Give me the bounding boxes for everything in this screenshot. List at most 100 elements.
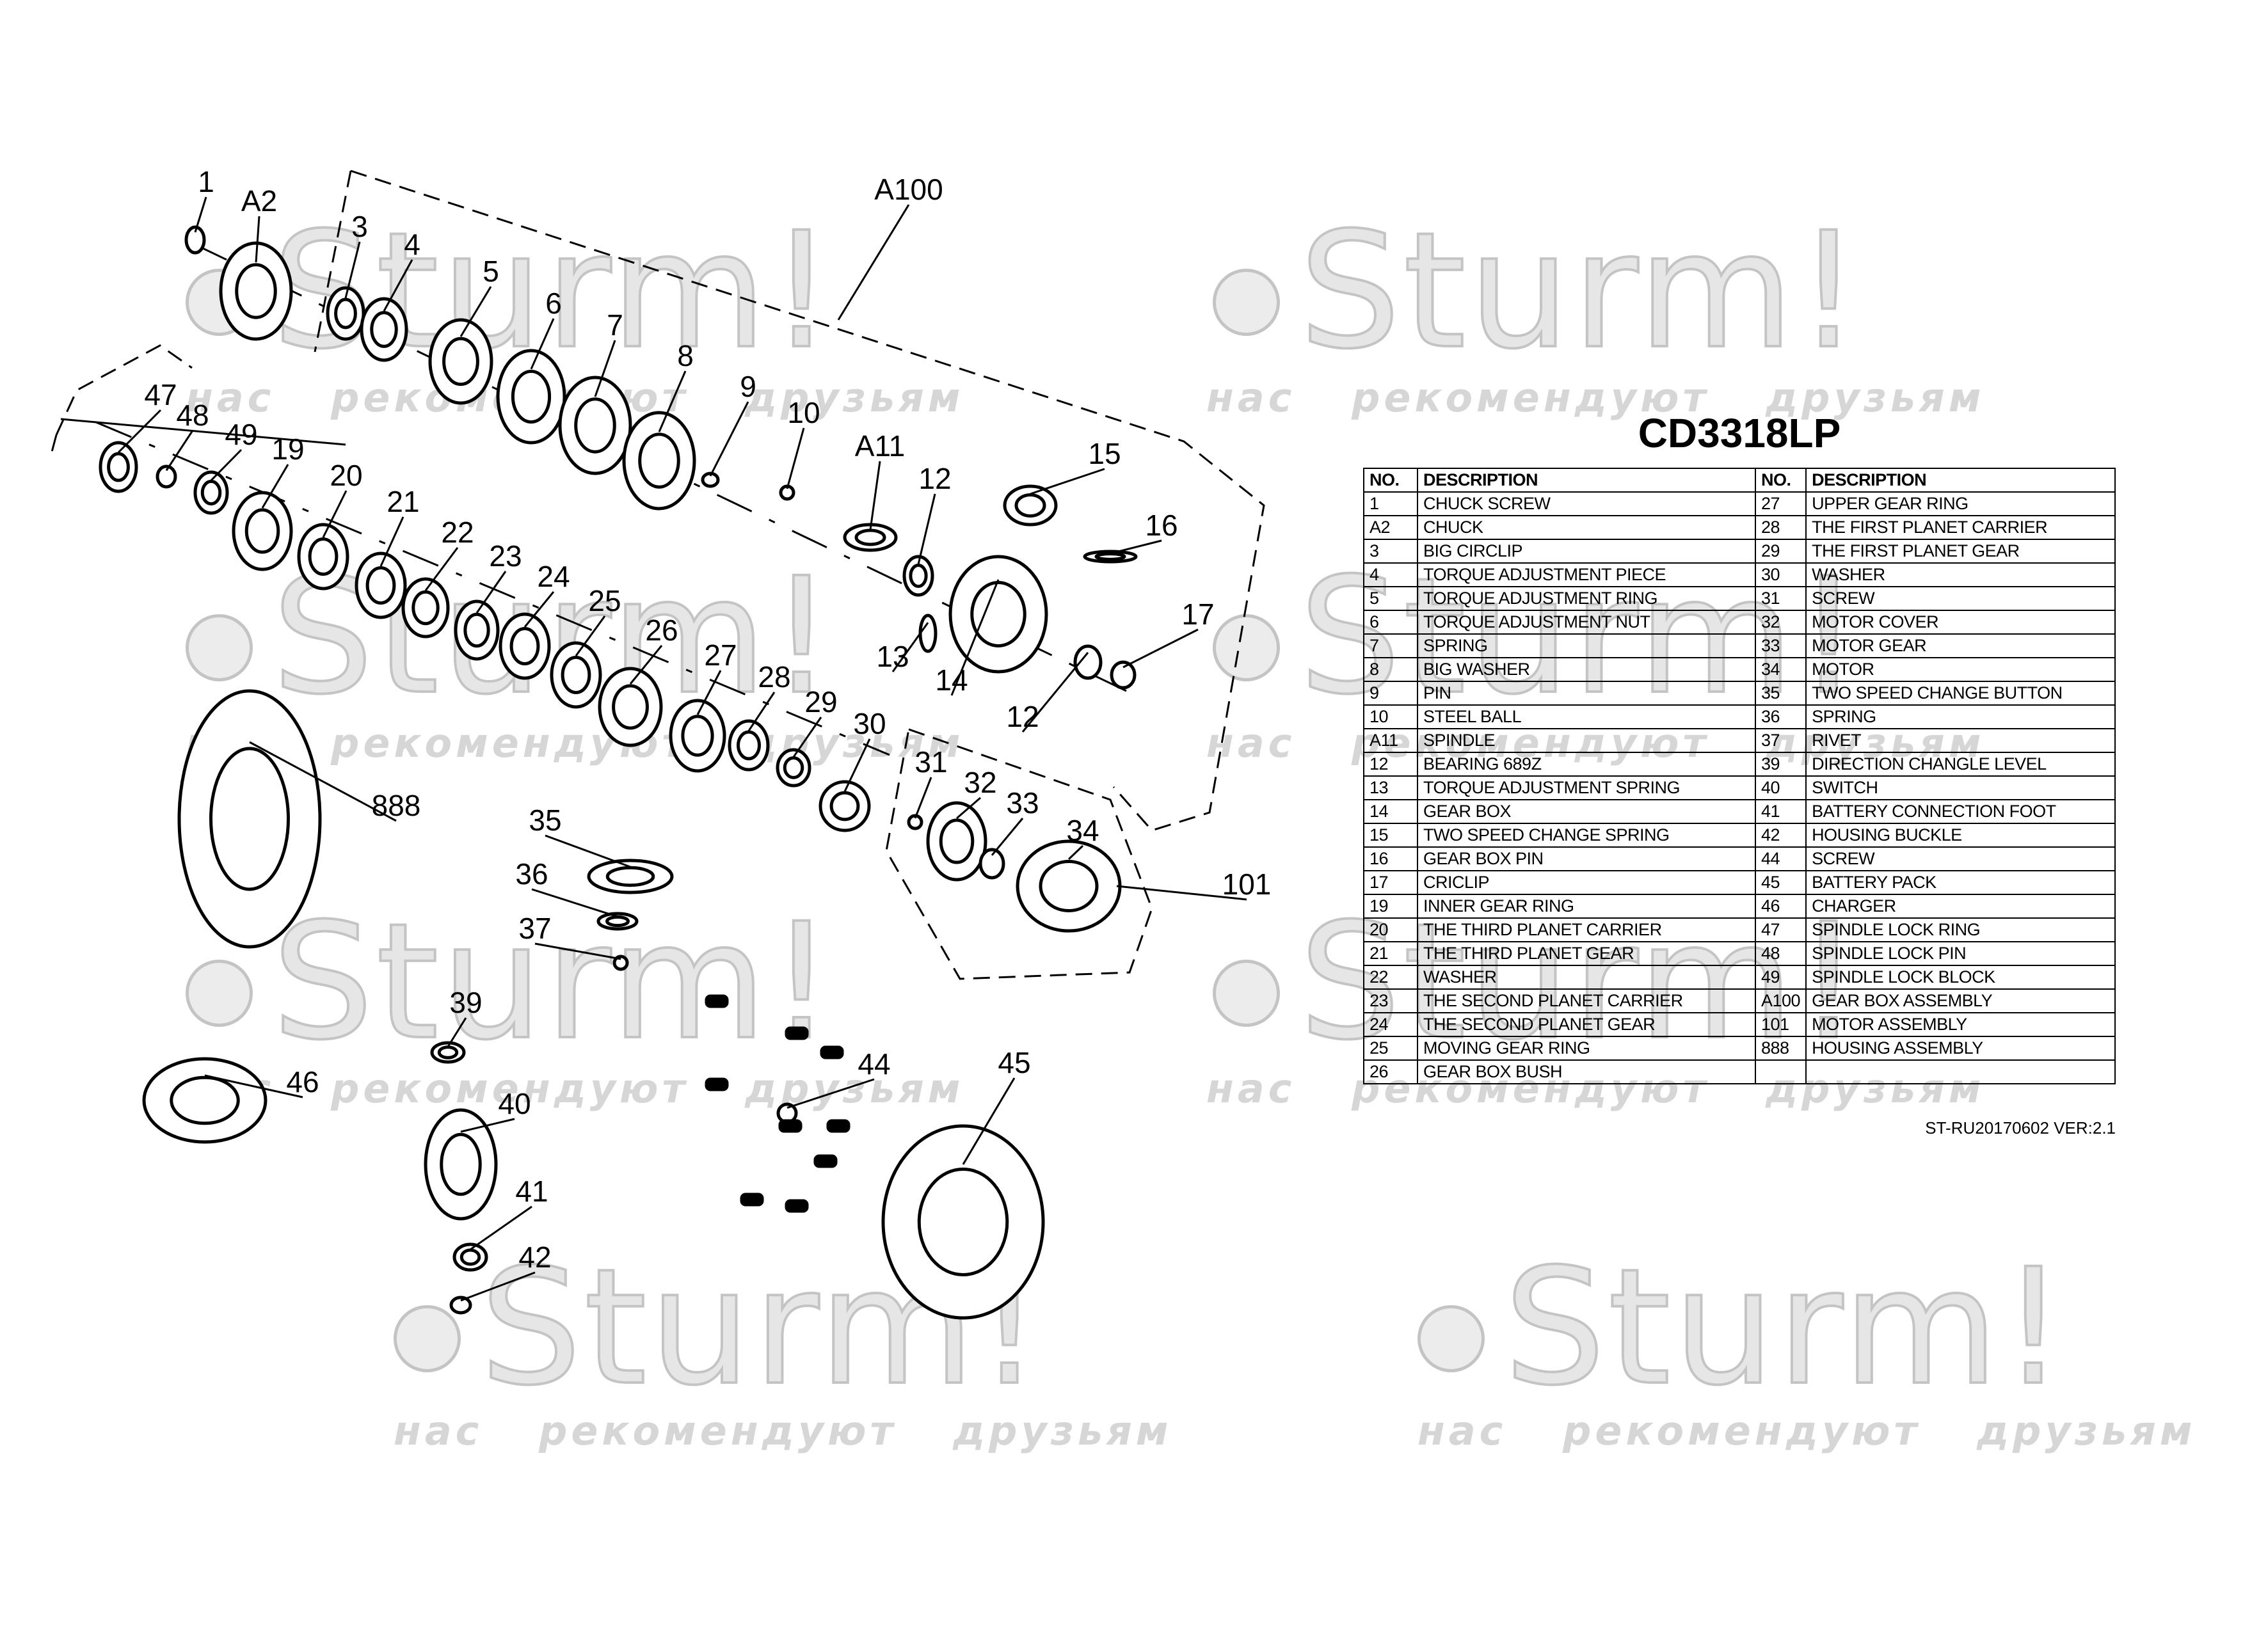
callout-label: 5 xyxy=(483,255,499,288)
leader-line xyxy=(658,370,687,432)
part-description: CHUCK SCREW xyxy=(1417,491,1756,516)
callout-label: 26 xyxy=(645,614,678,647)
gearbox-assembly-outline xyxy=(350,170,1265,832)
part-no: 14 xyxy=(1363,799,1418,824)
part-description: THE SECOND PLANET GEAR xyxy=(1417,1012,1756,1037)
leader-line xyxy=(475,571,507,614)
part-no: 27 xyxy=(1754,491,1807,516)
leader-line xyxy=(696,670,722,715)
screw-icon xyxy=(785,1199,809,1213)
callout-label: 14 xyxy=(935,663,968,697)
leader-line xyxy=(210,448,243,481)
callout-label: A100 xyxy=(874,173,943,206)
part-description: UPPER GEAR RING xyxy=(1805,491,2116,516)
part-description: MOVING GEAR RING xyxy=(1417,1036,1756,1061)
leader-line xyxy=(962,1077,1016,1165)
part-no: 46 xyxy=(1754,894,1807,919)
part-25-bore xyxy=(561,656,591,694)
callout-label: 46 xyxy=(286,1065,319,1098)
screw-icon xyxy=(826,1119,850,1133)
callout-label: 17 xyxy=(1181,598,1214,631)
part-description: SPINDLE LOCK BLOCK xyxy=(1805,965,2116,990)
part-39-bore xyxy=(437,1045,459,1059)
part-no: 26 xyxy=(1363,1059,1418,1084)
part-no: 10 xyxy=(1363,704,1418,729)
callout-label: 12 xyxy=(1006,700,1039,733)
part-8-bore xyxy=(638,432,680,489)
part-888-bore xyxy=(209,747,290,891)
table-header-row: NO. DESCRIPTION NO. DESCRIPTION xyxy=(1363,468,2116,493)
part-no: 24 xyxy=(1363,1012,1418,1037)
part-description: BEARING 689Z xyxy=(1417,752,1756,777)
part-description: CHARGER xyxy=(1805,894,2116,919)
part-description: SPINDLE xyxy=(1417,728,1756,753)
callout-label: 32 xyxy=(964,766,996,799)
part-17-shape xyxy=(1110,660,1137,690)
leader-line xyxy=(837,204,910,321)
callout-label: 42 xyxy=(518,1241,551,1274)
part-no: 29 xyxy=(1754,539,1807,564)
part-16-bore xyxy=(1094,552,1126,561)
leader-line xyxy=(194,196,207,233)
callout-label: 4 xyxy=(404,228,420,261)
part-32-bore xyxy=(939,818,975,864)
callout-label: 101 xyxy=(1222,868,1272,901)
part-description: STEEL BALL xyxy=(1417,704,1756,729)
callout-label: 21 xyxy=(387,485,419,518)
part-no xyxy=(1754,1059,1807,1084)
part-21-bore xyxy=(365,566,396,605)
leader-line xyxy=(249,741,397,822)
part-description: TWO SPEED CHANGE BUTTON xyxy=(1805,681,2116,706)
callout-label: 34 xyxy=(1066,814,1099,847)
callout-label: 16 xyxy=(1145,509,1178,542)
leader-line xyxy=(1116,885,1247,901)
callout-label: 40 xyxy=(498,1087,531,1120)
part-description: TORQUE ADJUSTMENT NUT xyxy=(1417,610,1756,635)
leader-line xyxy=(344,241,361,299)
part-9-shape xyxy=(701,472,720,488)
part-no: 7 xyxy=(1363,633,1418,658)
part-no: 21 xyxy=(1363,941,1418,966)
part-no: A100 xyxy=(1754,988,1807,1013)
part-description: GEAR BOX PIN xyxy=(1417,846,1756,871)
part-5-bore xyxy=(442,337,479,386)
leader-line xyxy=(1110,539,1162,555)
part-description: MOTOR ASSEMBLY xyxy=(1805,1012,2116,1037)
part-no: 36 xyxy=(1754,704,1807,729)
leader-line xyxy=(523,591,555,628)
callout-label: 28 xyxy=(758,660,790,694)
watermark-slogan: нас рекомендуют друзьям xyxy=(394,1407,1172,1454)
part-35-bore xyxy=(605,866,655,887)
part-no: 12 xyxy=(1363,752,1418,777)
part-description: MOTOR COVER xyxy=(1805,610,2116,635)
part-description: SPRING xyxy=(1805,704,2116,729)
screw-icon xyxy=(778,1119,803,1133)
part-no: 39 xyxy=(1754,752,1807,777)
callout-label: 1 xyxy=(198,165,214,198)
leader-line xyxy=(117,409,162,454)
part-no: A11 xyxy=(1363,728,1418,753)
leader-line xyxy=(1021,652,1089,733)
part-no: 6 xyxy=(1363,610,1418,635)
leader-line xyxy=(709,401,749,477)
leader-line xyxy=(869,461,881,530)
part-description: CHUCK xyxy=(1417,515,1756,540)
part-description: CRICLIP xyxy=(1417,870,1756,895)
part-description: RIVET xyxy=(1805,728,2116,753)
leader-line xyxy=(460,1271,536,1302)
part-14-bore xyxy=(970,581,1026,647)
part-no: 16 xyxy=(1363,846,1418,871)
spindle-lock-outline xyxy=(50,434,58,455)
leader-line xyxy=(792,717,822,758)
callout-label: 36 xyxy=(515,857,548,891)
part-no: 4 xyxy=(1363,562,1418,587)
part-no: 48 xyxy=(1754,941,1807,966)
leader-line xyxy=(261,464,289,509)
part-30-bore xyxy=(829,791,860,821)
